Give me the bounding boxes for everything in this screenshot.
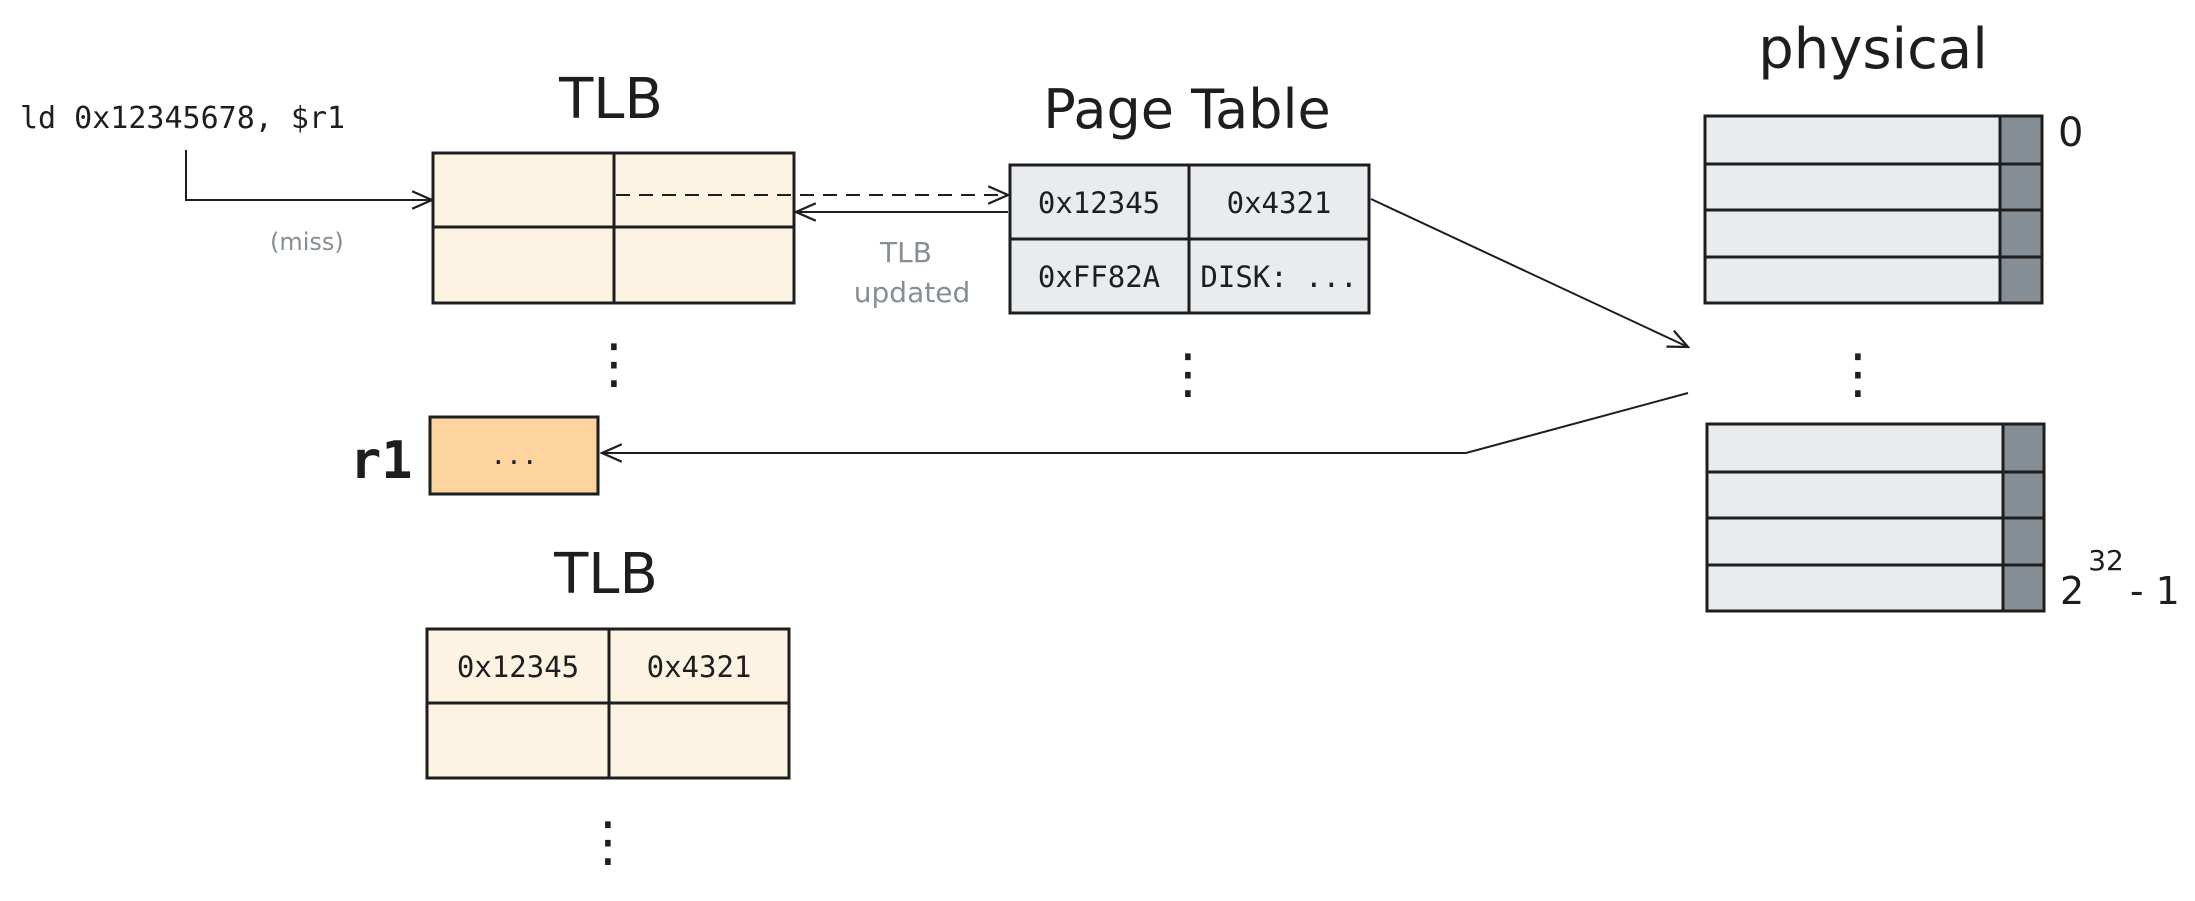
memory-row-tab bbox=[1998, 162, 2044, 212]
tlb-bottom-cell-0-0 bbox=[425, 627, 611, 705]
tlb-update-note-line1: TLB bbox=[879, 236, 932, 269]
page-table: 0x12345 0x4321 0xFF82A DISK: ... bbox=[1008, 163, 1371, 315]
tlb-top-ellipsis: ⋮ bbox=[587, 332, 641, 395]
tlb-bottom-cell-0-1 bbox=[607, 627, 791, 705]
page-table-ppn-0: 0x4321 bbox=[1227, 186, 1332, 220]
memory-row-tab bbox=[2001, 563, 2046, 613]
tlb-bottom-vpn-0: 0x12345 bbox=[457, 650, 579, 684]
page-table-vpn-1: 0xFF82A bbox=[1038, 260, 1160, 294]
register-label: r1 bbox=[350, 431, 413, 491]
page-table-title: Page Table bbox=[1043, 78, 1331, 141]
memory-row bbox=[1705, 422, 2046, 474]
memory-row bbox=[1703, 208, 2044, 259]
memory-row-tab bbox=[1998, 208, 2044, 259]
memory-row bbox=[1703, 255, 2044, 305]
physical-top-address: 0 bbox=[2058, 110, 2083, 156]
tlb-top-table bbox=[431, 151, 796, 305]
tlb-top-title: TLB bbox=[558, 67, 663, 132]
physical-bottom-base: 2 bbox=[2060, 569, 2084, 613]
tlb-top-cell-1-1 bbox=[612, 225, 796, 305]
tlb-top-cell-0-0 bbox=[431, 151, 616, 229]
memory-row bbox=[1705, 563, 2046, 613]
page-table-ellipsis: ⋮ bbox=[1161, 342, 1215, 405]
physical-title: physical bbox=[1758, 17, 1988, 82]
memory-row-tab bbox=[1998, 255, 2044, 305]
page-table-ppn-1: DISK: ... bbox=[1200, 260, 1357, 294]
memory-row-tab bbox=[1998, 114, 2044, 166]
physical-memory-top bbox=[1703, 114, 2044, 305]
tlb-update-note-line2: updated bbox=[854, 276, 970, 309]
memory-row-tab bbox=[2001, 422, 2046, 474]
memory-row bbox=[1705, 516, 2046, 567]
tlb-top-cell-0-1 bbox=[612, 151, 796, 229]
miss-label: (miss) bbox=[270, 228, 344, 256]
physical-bottom-exponent: 32 bbox=[2088, 544, 2124, 577]
physical-memory-bottom bbox=[1705, 422, 2046, 613]
memory-row bbox=[1705, 470, 2046, 520]
instruction-text: ld 0x12345678, $r1 bbox=[20, 101, 345, 136]
instruction-to-tlb-arrow bbox=[185, 150, 432, 200]
tlb-bottom-cell-1-0 bbox=[425, 701, 611, 780]
page-table-to-memory-arrow bbox=[1370, 198, 1688, 347]
page-table-vpn-0: 0x12345 bbox=[1038, 186, 1160, 220]
memory-row bbox=[1703, 114, 2044, 166]
memory-row-tab bbox=[2001, 516, 2046, 567]
physical-ellipsis: ⋮ bbox=[1831, 342, 1885, 405]
tlb-bottom-table: 0x12345 0x4321 bbox=[425, 627, 791, 780]
memory-row-tab bbox=[2001, 470, 2046, 520]
memory-to-register-arrow bbox=[602, 392, 1689, 453]
register-value: ... bbox=[491, 441, 538, 471]
tlb-bottom-ellipsis: ⋮ bbox=[581, 810, 635, 873]
physical-bottom-address: 232- 1 bbox=[2060, 544, 2180, 613]
tlb-bottom-title: TLB bbox=[553, 542, 658, 607]
memory-row bbox=[1703, 162, 2044, 212]
tlb-bottom-ppn-0: 0x4321 bbox=[647, 650, 752, 684]
page-table-cell-1-1 bbox=[1187, 237, 1371, 315]
physical-bottom-suffix: - 1 bbox=[2130, 569, 2180, 613]
register-box bbox=[428, 415, 600, 496]
tlb-bottom-cell-1-1 bbox=[607, 701, 791, 780]
tlb-top-cell-1-0 bbox=[431, 225, 616, 305]
